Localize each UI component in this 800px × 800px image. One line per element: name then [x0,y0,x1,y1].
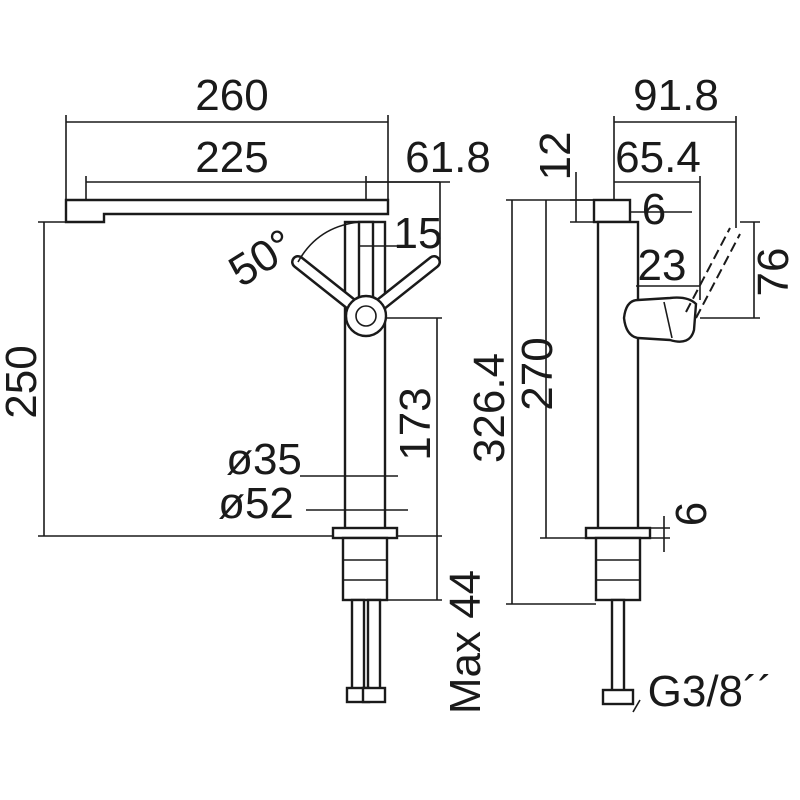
front-lever-hub [344,294,388,338]
side-spout-head [592,198,632,224]
front-hose [350,598,366,692]
overall-width-label: 260 [195,71,268,120]
spout-reach-label: 225 [195,133,268,182]
side-dimension-lines [506,116,760,713]
spout-offset-label: 61.8 [405,133,491,182]
spout-tip-label: 6 [642,185,666,234]
lever-angle-label: 50° [220,220,302,297]
max-counter-thickness-label: Max 44 [441,570,490,714]
base-diameter-label: ø52 [218,479,294,528]
side-hose [610,598,626,694]
side-lever-handle [685,227,741,319]
connection-thread-label: G3/8´´ [648,667,773,716]
side-mounting-nut [594,536,642,602]
depth-inner-label: 65.4 [615,133,701,182]
body-height-label: 173 [391,387,440,460]
overall-height-label: 250 [0,345,46,418]
lever-rise-label: 76 [749,248,798,297]
front-view: 260 225 61.8 50° 15 250 173 ø35 ø52 Max … [0,71,491,714]
depth-total-label: 91.8 [633,71,719,120]
spout-thickness-label: 12 [531,132,580,181]
body-diameter-label: ø35 [226,435,302,484]
lever-diameter-label: 15 [394,209,443,258]
front-dimension-lines [38,115,450,601]
side-lever-knob [622,296,698,343]
side-body [596,220,640,532]
side-view: 91.8 65.4 12 6 23 76 326.4 270 6 G3/8´´ [465,71,798,716]
front-spout [64,198,390,224]
front-mounting-nut [341,536,389,602]
spout-height-label: 270 [513,337,562,410]
front-base-plate [331,526,399,540]
lever-offset-label: 23 [638,241,687,290]
base-plate-label: 6 [667,502,716,526]
side-base-plate [584,526,652,540]
total-height-label: 326.4 [465,353,514,463]
